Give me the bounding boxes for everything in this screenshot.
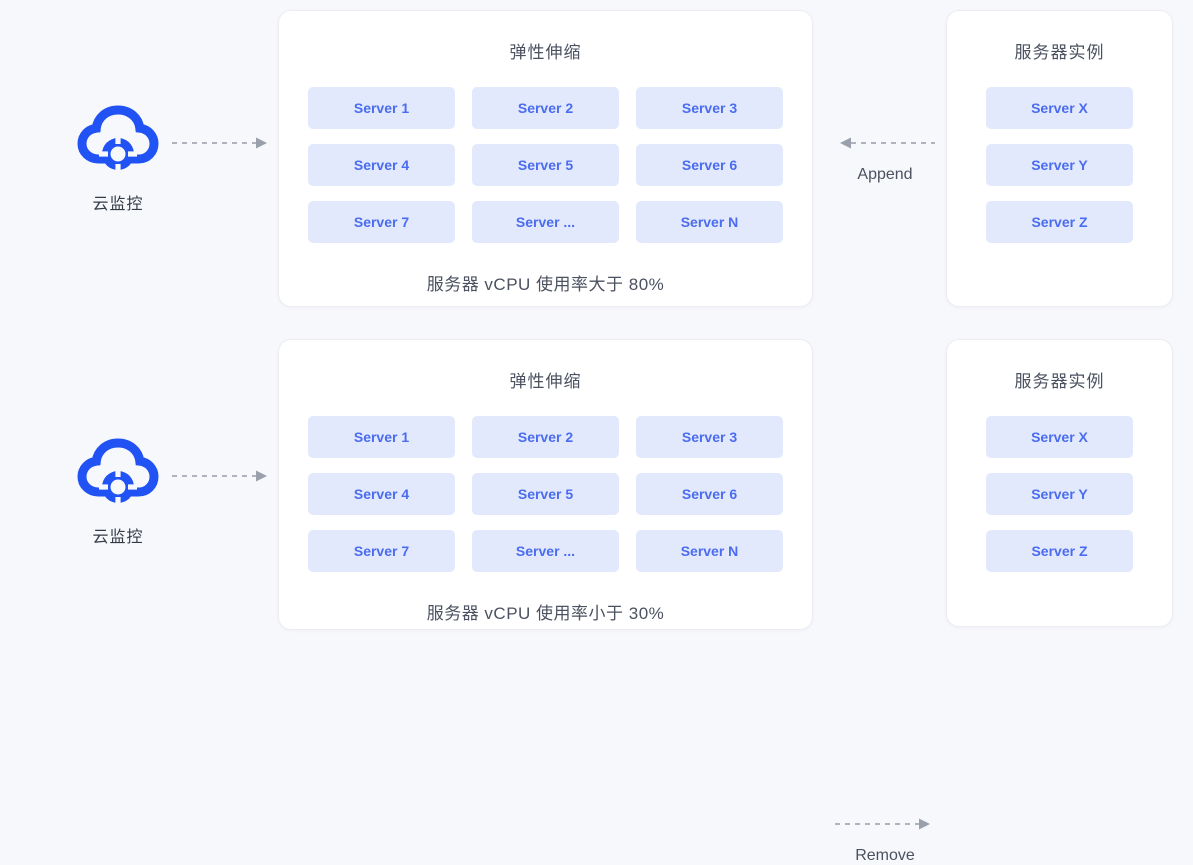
diagram-row-scale-out: 云监控 弹性伸缩 Server 1 Server 2 Server 3 Serv… [0, 6, 1193, 307]
server-chip[interactable]: Server 4 [308, 144, 455, 186]
server-chip[interactable]: Server 1 [308, 87, 455, 129]
pool-server-chip[interactable]: Server Y [986, 144, 1133, 186]
server-grid: Server 1 Server 2 Server 3 Server 4 Serv… [279, 416, 812, 572]
append-label: Append [857, 166, 913, 183]
remove-link: Remove [824, 817, 946, 865]
cloud-monitor-source: 云监控 [62, 437, 174, 547]
scaling-group-card: 弹性伸缩 Server 1 Server 2 Server 3 Server 4… [278, 10, 813, 307]
pool-server-chip[interactable]: Server X [986, 87, 1133, 129]
server-chip[interactable]: Server 7 [308, 201, 455, 243]
scaling-group-card: 弹性伸缩 Server 1 Server 2 Server 3 Server 4… [278, 339, 813, 630]
server-grid: Server 1 Server 2 Server 3 Server 4 Serv… [279, 87, 812, 243]
server-chip[interactable]: Server N [636, 201, 783, 243]
instance-pool-title: 服务器实例 [1014, 43, 1105, 62]
pool-server-chip[interactable]: Server X [986, 416, 1133, 458]
server-chip[interactable]: Server 6 [636, 144, 783, 186]
cloud-monitor-label: 云监控 [92, 196, 144, 213]
server-chip[interactable]: Server 6 [636, 473, 783, 515]
server-chip[interactable]: Server 4 [308, 473, 455, 515]
server-chip[interactable]: Server 5 [472, 144, 619, 186]
pool-server-chip[interactable]: Server Y [986, 473, 1133, 515]
instance-pool-list: Server X Server Y Server Z [947, 87, 1172, 243]
instance-pool-card: 服务器实例 Server X Server Y Server Z [946, 339, 1173, 627]
scaling-group-title: 弹性伸缩 [509, 372, 582, 391]
server-chip[interactable]: Server N [636, 530, 783, 572]
server-chip[interactable]: Server ... [472, 530, 619, 572]
instance-pool-list: Server X Server Y Server Z [947, 416, 1172, 572]
instance-pool-title: 服务器实例 [1014, 372, 1105, 391]
scaling-rule-caption: 服务器 vCPU 使用率大于 80% [426, 275, 665, 294]
cloud-monitor-source: 云监控 [62, 104, 174, 214]
arrow-monitor-to-scaling [172, 136, 270, 150]
arrow-right-icon [835, 818, 930, 830]
arrow-monitor-to-scaling [172, 469, 270, 483]
pool-server-chip[interactable]: Server Z [986, 530, 1133, 572]
server-chip[interactable]: Server 1 [308, 416, 455, 458]
remove-label: Remove [855, 847, 915, 864]
cloud-monitor-label: 云监控 [92, 529, 144, 546]
cloud-monitor-icon [77, 438, 159, 506]
diagram-row-scale-in: 云监控 弹性伸缩 Server 1 Server 2 Server 3 Serv… [0, 339, 1193, 864]
server-chip[interactable]: Server 7 [308, 530, 455, 572]
arrow-left-icon [840, 137, 935, 149]
cloud-monitor-icon [77, 105, 159, 173]
server-chip[interactable]: Server 2 [472, 87, 619, 129]
server-chip[interactable]: Server 3 [636, 416, 783, 458]
server-chip[interactable]: Server 5 [472, 473, 619, 515]
server-chip[interactable]: Server ... [472, 201, 619, 243]
server-chip[interactable]: Server 2 [472, 416, 619, 458]
instance-pool-card: 服务器实例 Server X Server Y Server Z [946, 10, 1173, 307]
pool-server-chip[interactable]: Server Z [986, 201, 1133, 243]
append-link: Append [824, 136, 946, 184]
scaling-rule-caption: 服务器 vCPU 使用率小于 30% [426, 604, 665, 623]
scaling-group-title: 弹性伸缩 [509, 43, 582, 62]
server-chip[interactable]: Server 3 [636, 87, 783, 129]
